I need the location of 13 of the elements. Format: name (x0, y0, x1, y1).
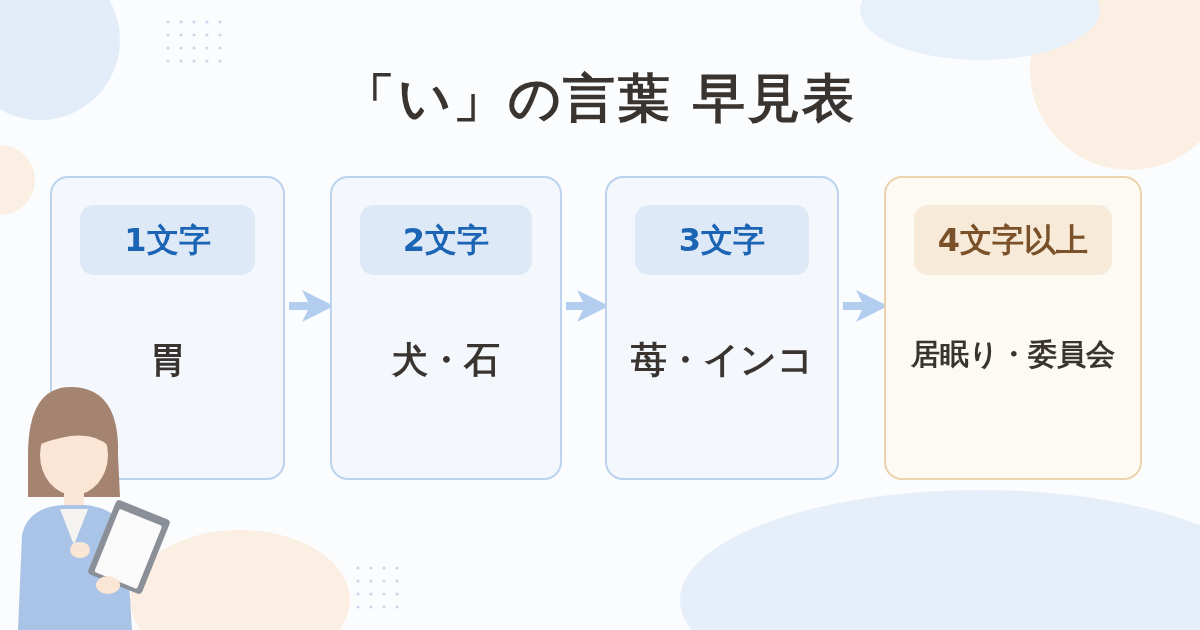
character-count-badge: 2文字 (360, 205, 532, 275)
category-card (884, 176, 1142, 480)
example-words: 胃 (149, 338, 186, 382)
character-count-badge: 3文字 (635, 205, 809, 275)
example-words: 犬・石 (392, 338, 500, 382)
character-count-badge: 1文字 (80, 205, 255, 275)
example-words: 居眠り・委員会 (911, 336, 1115, 373)
title: 「い」の言葉 早見表 (341, 72, 859, 124)
example-words: 苺・インコ (630, 338, 814, 382)
category-card (330, 176, 562, 480)
category-card (50, 176, 285, 480)
character-count-badge: 4文字以上 (914, 205, 1112, 275)
category-card (605, 176, 839, 480)
